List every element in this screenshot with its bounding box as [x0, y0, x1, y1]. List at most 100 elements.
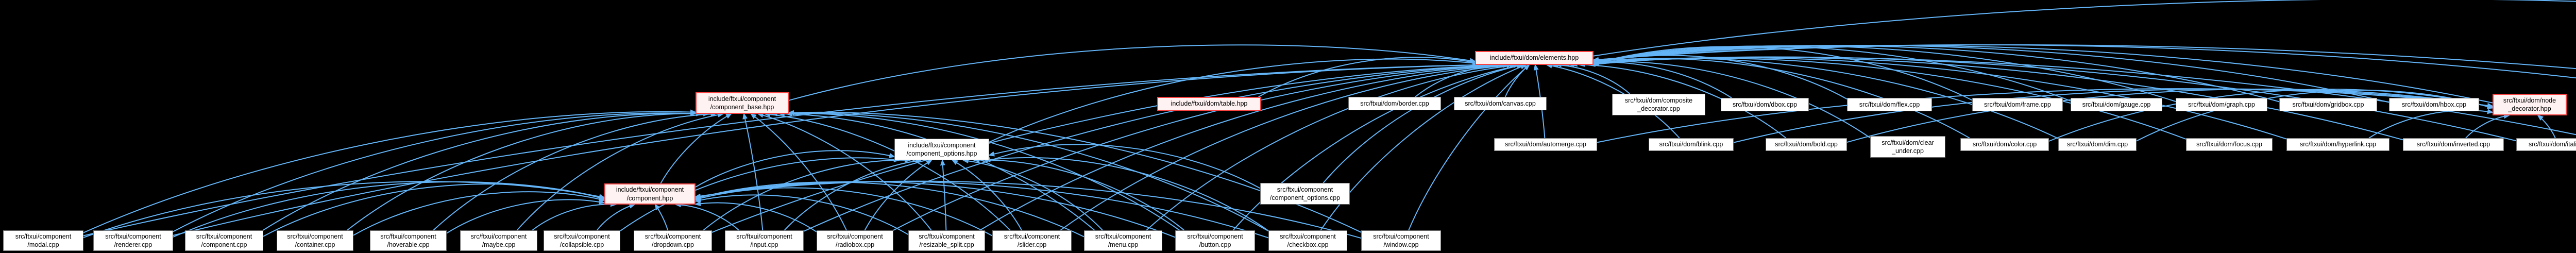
node-checkbox-cpp[interactable]: src/ftxui/component/checkbox.cpp — [1268, 230, 1347, 251]
node-border-cpp[interactable]: src/ftxui/dom/border.cpp — [1348, 97, 1441, 110]
node-label: src/ftxui/dom/color.cpp — [1972, 141, 2037, 148]
node-label: src/ftxui/dom/flex.cpp — [1859, 100, 1920, 108]
edge-menu_cpp-to-component_options_hpp — [962, 158, 1103, 231]
edge-frame_cpp-to-elements_hpp — [1592, 46, 1973, 101]
node-renderer-cpp[interactable]: src/ftxui/component/renderer.cpp — [93, 230, 173, 251]
node-label: src/ftxui/dom/gridbox.cpp — [2292, 100, 2364, 108]
edge-container_cpp-to-component_hpp — [353, 191, 605, 236]
node-dbox-cpp[interactable]: src/ftxui/dom/dbox.cpp — [1721, 98, 1809, 111]
node-italic-cpp[interactable]: src/ftxui/dom/italic.cpp — [2516, 138, 2576, 151]
node-elements-hpp[interactable]: include/ftxui/dom/elements.hpp — [1475, 51, 1594, 65]
node-label: _under.cpp — [1892, 147, 1924, 155]
node-radiobox-cpp[interactable]: src/ftxui/component/radiobox.cpp — [817, 230, 893, 251]
node-automerge-cpp[interactable]: src/ftxui/dom/automerge.cpp — [1494, 138, 1597, 151]
node-hbox-cpp[interactable]: src/ftxui/dom/hbox.cpp — [2389, 98, 2479, 111]
node-component-options-cpp[interactable]: src/ftxui/component/component_options.cp… — [1260, 183, 1350, 205]
node-label: _decorator.hpp — [2508, 105, 2551, 112]
edge-collapsible_cpp-to-component_hpp — [596, 203, 636, 231]
node-collapsible-cpp[interactable]: src/ftxui/component/collapsible.cpp — [544, 230, 620, 251]
edge-linear_gradient_cpp-to-elements_hpp — [1592, 57, 2576, 136]
node-label: src/ftxui/dom/clear — [1882, 139, 1934, 146]
edge-renderer_cpp-to-elements_hpp — [173, 62, 1482, 236]
node-canvas-cpp[interactable]: src/ftxui/dom/canvas.cpp — [1454, 97, 1547, 110]
edge-checkbox_cpp-to-component_base_hpp — [785, 111, 1269, 232]
node-label: src/ftxui/component — [736, 232, 792, 240]
edge-modal_cpp-to-elements_hpp — [83, 62, 1479, 237]
node-blink-cpp[interactable]: src/ftxui/dom/blink.cpp — [1649, 138, 1734, 151]
node-input-cpp[interactable]: src/ftxui/component/input.cpp — [725, 230, 804, 251]
node-component-base-hpp[interactable]: include/ftxui/component/component_base.h… — [696, 92, 789, 114]
node-flex-cpp[interactable]: src/ftxui/dom/flex.cpp — [1847, 98, 1932, 111]
edge-input_cpp-to-elements_hpp — [803, 62, 1506, 232]
edge-menu_cpp-to-component_hpp — [694, 181, 1084, 238]
node-label: /dropdown.cpp — [651, 241, 694, 248]
node-label: src/ftxui/dom/canvas.cpp — [1465, 99, 1536, 107]
node-label: src/ftxui/component — [380, 232, 436, 240]
node-bold-cpp[interactable]: src/ftxui/dom/bold.cpp — [1766, 138, 1847, 151]
node-dim-cpp[interactable]: src/ftxui/dom/dim.cpp — [2058, 138, 2137, 151]
node-clear-under-cpp[interactable]: src/ftxui/dom/clear_under.cpp — [1870, 136, 1945, 158]
node-label: /maybe.cpp — [482, 241, 516, 248]
node-maybe-cpp[interactable]: src/ftxui/component/maybe.cpp — [460, 230, 537, 251]
node-graph-cpp[interactable]: src/ftxui/dom/graph.cpp — [2176, 98, 2267, 111]
node-table-hpp[interactable]: include/ftxui/dom/table.hpp — [1157, 97, 1261, 111]
node-label: src/ftxui/component — [1280, 232, 1336, 240]
node-label: src/ftxui/component — [645, 232, 701, 240]
edge-inverted_cpp-to-node_decorator_hpp — [2465, 113, 2510, 139]
node-label: include/ftxui/component — [908, 141, 976, 149]
edge-menu_cpp-to-elements_hpp — [1146, 63, 1520, 231]
node-composite-decorator-cpp[interactable]: src/ftxui/dom/composite_decorator.cpp — [1612, 94, 1705, 115]
edge-component_options_cpp-to-component_options_hpp — [988, 144, 1261, 189]
node-label: src/ftxui/dom/frame.cpp — [1984, 100, 2051, 108]
node-label: src/ftxui/dom/graph.cpp — [2188, 100, 2255, 108]
edge-flexbox_cpp-to-elements_hpp — [1592, 44, 2576, 70]
node-hoverable-cpp[interactable]: src/ftxui/component/hoverable.cpp — [370, 230, 447, 251]
edge-window_cpp-to-elements_hpp — [1408, 64, 1530, 231]
node-menu-cpp[interactable]: src/ftxui/component/menu.cpp — [1084, 230, 1162, 251]
node-label: src/ftxui/dom/inverted.cpp — [2416, 141, 2490, 148]
node-frame-cpp[interactable]: src/ftxui/dom/frame.cpp — [1972, 98, 2063, 111]
edge-hoverable_cpp-to-component_base_hpp — [433, 111, 717, 231]
node-label: src/ftxui/component — [287, 232, 343, 240]
node-label: /collapsible.cpp — [560, 241, 604, 248]
node-component-hpp[interactable]: include/ftxui/component/component.hpp — [604, 183, 696, 205]
edge-automerge_cpp-to-node_decorator_hpp — [1597, 88, 2494, 143]
node-label: src/ftxui/dom/composite — [1624, 96, 1693, 104]
node-node-decorator-hpp[interactable]: src/ftxui/dom/node_decorator.hpp — [2493, 94, 2567, 115]
node-label: src/ftxui/component — [105, 232, 161, 240]
node-component-options-hpp[interactable]: include/ftxui/component/component_option… — [894, 139, 989, 160]
node-color-cpp[interactable]: src/ftxui/dom/color.cpp — [1960, 138, 2049, 151]
node-hyperlink-cpp[interactable]: src/ftxui/dom/hyperlink.cpp — [2286, 138, 2389, 151]
node-gridbox-cpp[interactable]: src/ftxui/dom/gridbox.cpp — [2279, 98, 2377, 111]
node-component-cpp[interactable]: src/ftxui/component/component.cpp — [185, 230, 263, 251]
node-label: src/ftxui/component — [196, 232, 252, 240]
node-modal-cpp[interactable]: src/ftxui/component/modal.cpp — [3, 230, 83, 251]
edge-gridbox_cpp-to-elements_hpp — [1592, 45, 2280, 103]
edge-color_cpp-to-node_decorator_hpp — [2048, 89, 2494, 142]
node-window-cpp[interactable]: src/ftxui/component/window.cpp — [1361, 230, 1441, 251]
edge-dropdown_cpp-to-component_options_hpp — [703, 157, 911, 231]
edge-table_hpp-to-elements_hpp — [1258, 57, 1486, 97]
node-label: src/ftxui/dom/gauge.cpp — [2082, 100, 2151, 108]
edge-slider_cpp-to-component_options_hpp — [952, 160, 1023, 231]
node-slider-cpp[interactable]: src/ftxui/component/slider.cpp — [992, 230, 1072, 251]
edge-bold_cpp-to-elements_hpp — [1555, 62, 1787, 139]
node-label: /component.hpp — [626, 194, 673, 202]
node-label: /resizable_split.cpp — [919, 241, 974, 248]
edge-resizable_split_cpp-to-component_hpp — [694, 194, 909, 235]
node-resizable-split-cpp[interactable]: src/ftxui/component/resizable_split.cpp — [908, 230, 985, 251]
node-label: /checkbox.cpp — [1287, 241, 1329, 248]
node-dropdown-cpp[interactable]: src/ftxui/component/dropdown.cpp — [634, 230, 712, 251]
edge-resizable_split_cpp-to-component_options_hpp — [940, 159, 947, 231]
node-container-cpp[interactable]: src/ftxui/component/container.cpp — [277, 230, 353, 251]
edge-renderer_cpp-to-component_base_hpp — [173, 111, 697, 232]
edge-bold_cpp-to-node_decorator_hpp — [1846, 88, 2494, 143]
node-inverted-cpp[interactable]: src/ftxui/dom/inverted.cpp — [2403, 138, 2504, 151]
edge-collapsible_cpp-to-component_options_hpp — [620, 157, 901, 231]
node-focus-cpp[interactable]: src/ftxui/dom/focus.cpp — [2186, 138, 2273, 151]
node-gauge-cpp[interactable]: src/ftxui/dom/gauge.cpp — [2071, 98, 2162, 111]
node-button-cpp[interactable]: src/ftxui/component/button.cpp — [1175, 230, 1255, 251]
edge-modal_cpp-to-component_base_hpp — [83, 109, 697, 233]
